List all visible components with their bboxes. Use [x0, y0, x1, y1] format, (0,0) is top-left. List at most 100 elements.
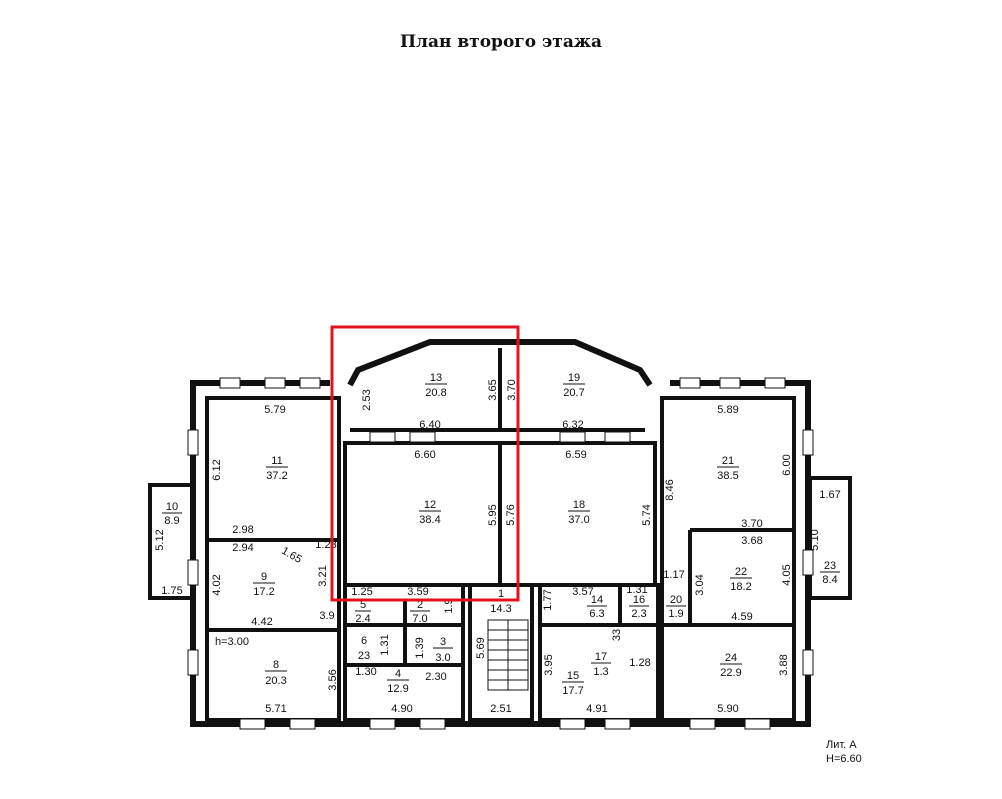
svg-text:37.2: 37.2 [266, 470, 287, 482]
dim: 5.12 [154, 529, 166, 550]
dim: 6.00 [781, 454, 793, 475]
svg-text:10: 10 [166, 501, 178, 513]
svg-text:11: 11 [271, 455, 282, 467]
svg-text:15: 15 [567, 670, 579, 682]
svg-text:18: 18 [573, 499, 585, 511]
litera-label: Лит. А [826, 739, 857, 751]
svg-text:8: 8 [273, 659, 279, 671]
room-5: 5 2.4 [355, 599, 371, 625]
svg-text:17: 17 [595, 651, 607, 663]
room-22: 22 18.2 [730, 566, 752, 593]
dim: 3.70 [506, 379, 518, 400]
dim: 5.74 [641, 504, 653, 525]
svg-text:12: 12 [424, 499, 436, 511]
dim: 6.32 [562, 419, 583, 431]
dim: 3.04 [694, 574, 706, 595]
dim: 5.95 [487, 504, 499, 525]
svg-text:37.0: 37.0 [568, 514, 589, 526]
room-14: 14 6.3 [587, 594, 607, 620]
svg-text:1: 1 [498, 588, 504, 600]
room-4: 4 12.9 [387, 668, 409, 695]
staircase [487, 619, 529, 691]
svg-text:23: 23 [824, 560, 836, 572]
svg-text:38.5: 38.5 [717, 470, 738, 482]
dim: 4.59 [731, 611, 752, 623]
svg-text:20: 20 [670, 594, 682, 606]
dim: 6.40 [419, 419, 440, 431]
svg-text:9: 9 [261, 571, 267, 583]
svg-text:18.2: 18.2 [730, 581, 751, 593]
dim: 1.65 [279, 545, 304, 566]
room-18: 18 37.0 [568, 499, 590, 526]
svg-text:24: 24 [725, 652, 737, 664]
dim: 1.28 [629, 657, 650, 669]
svg-text:21: 21 [722, 455, 734, 467]
room-2: 2 7.0 [410, 599, 430, 625]
room-3: 3 3.0 [433, 636, 453, 664]
svg-text:20.3: 20.3 [265, 675, 286, 687]
windows [187, 377, 814, 730]
dim: 3.57 [572, 586, 593, 598]
svg-text:2: 2 [417, 599, 423, 611]
dim: 6.60 [414, 449, 435, 461]
dim: 1.31 [626, 584, 647, 596]
dim: 5.89 [717, 404, 738, 416]
dim: 1.17 [663, 569, 684, 581]
dim: 5.76 [505, 504, 517, 525]
dim: 3.68 [741, 535, 762, 547]
svg-text:13: 13 [430, 372, 442, 384]
room-21: 21 38.5 [717, 455, 739, 482]
room-10: 10 8.9 [162, 501, 182, 527]
dim: 1.75 [161, 585, 182, 597]
svg-text:1.3: 1.3 [593, 666, 608, 678]
dimension-labels: 5.79 6.12 2.53 3.65 3.70 6.40 6.32 6.60 … [154, 379, 841, 715]
dim: 3.21 [317, 565, 329, 586]
svg-text:14.3: 14.3 [490, 603, 511, 615]
svg-text:14: 14 [591, 594, 603, 606]
room-17: 17 1.3 [591, 651, 611, 678]
svg-text:12.9: 12.9 [387, 683, 408, 695]
room-12: 12 38.4 [419, 499, 441, 526]
svg-text:16: 16 [633, 594, 645, 606]
dim: 2.51 [490, 703, 511, 715]
plan-title: План второго этажа [399, 32, 603, 52]
dim: 3.70 [741, 518, 762, 530]
dim: 6.59 [565, 449, 586, 461]
room-16: 16 2.3 [629, 594, 649, 620]
dim: h=3.00 [215, 636, 249, 648]
room-8: 8 20.3 [265, 659, 287, 687]
dim: 3.95 [543, 654, 555, 675]
svg-text:20.7: 20.7 [563, 387, 584, 399]
dim: 5.79 [264, 404, 285, 416]
room-6: 6 23 [358, 635, 370, 662]
dim: 4.91 [586, 703, 607, 715]
room-labels: 13 20.8 1 9 20.7 11 37.2 12 38.4 18 [162, 372, 840, 697]
dim: 4.02 [211, 574, 223, 595]
dim: 6.12 [211, 459, 223, 480]
litera-block: Лит. А H=6.60 [826, 738, 862, 766]
dim: 5.71 [265, 703, 286, 715]
svg-text:22.9: 22.9 [720, 667, 741, 679]
svg-text:4: 4 [395, 668, 401, 680]
svg-text:2.4: 2.4 [355, 613, 370, 625]
dim: 2.53 [361, 389, 373, 410]
room-23: 23 8.4 [820, 560, 840, 586]
svg-text:2.3: 2.3 [631, 608, 646, 620]
svg-text:23: 23 [358, 650, 370, 662]
dim: 1.39 [414, 637, 426, 658]
dim: 1.30 [355, 666, 376, 678]
dim: 5.90 [717, 703, 738, 715]
svg-text:1.9: 1.9 [668, 608, 683, 620]
room-11: 11 37.2 [266, 455, 288, 482]
dim: 4.05 [781, 564, 793, 585]
svg-text:8.9: 8.9 [164, 515, 179, 527]
svg-text:6.3: 6.3 [589, 608, 604, 620]
highlight-frame [330, 325, 520, 602]
dim: 1.31 [379, 634, 391, 655]
svg-text:6: 6 [361, 635, 367, 647]
dim: 2.30 [425, 671, 446, 683]
svg-text:20.8: 20.8 [425, 387, 446, 399]
svg-text:22: 22 [735, 566, 747, 578]
dim: 3.9 [319, 610, 334, 622]
